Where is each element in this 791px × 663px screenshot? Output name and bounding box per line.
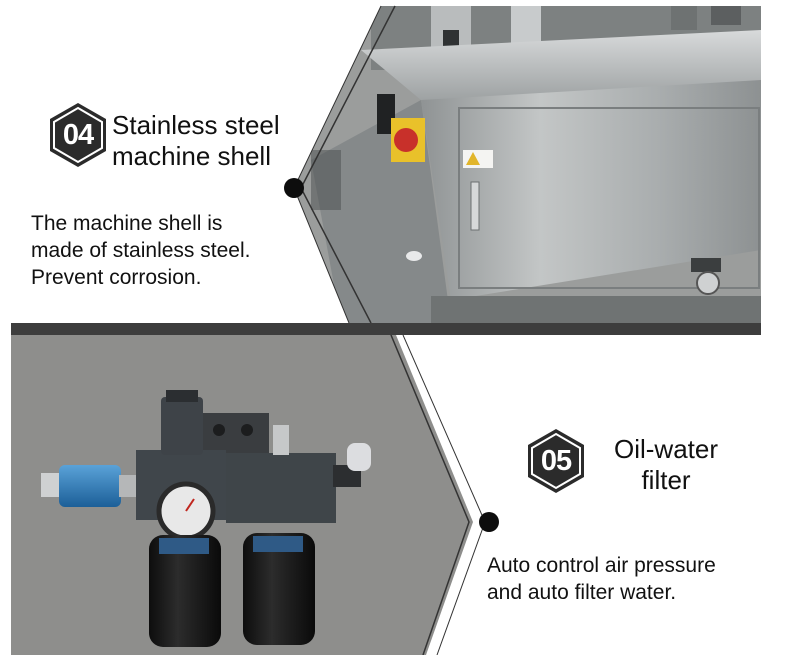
section-divider-bar (11, 323, 761, 335)
section-title: Oil-water filter (591, 434, 741, 496)
section-description: The machine shell is made of stainless s… (31, 210, 250, 291)
number-label: 04 (62, 119, 94, 151)
connector-dot (479, 512, 499, 532)
number-badge: 05 (526, 428, 586, 494)
number-badge: 04 (48, 102, 108, 168)
section-title-line: Oil-water (613, 434, 718, 464)
description-line: and auto filter water. (487, 581, 677, 604)
description-line: Prevent corrosion. (31, 266, 202, 289)
description-line: Auto control air pressure (487, 554, 716, 577)
description-line: made of stainless steel. (31, 239, 251, 262)
connector-dot (284, 178, 304, 198)
section-title-line: Stainless steel (112, 110, 280, 140)
oil-water-filter-photo (11, 335, 499, 655)
feature-panel-oil-water-filter: 05 Oil-water filter Auto control air pre… (11, 335, 761, 655)
section-description: Auto control air pressure and auto filte… (487, 552, 716, 606)
section-title: Stainless steel machine shell (112, 110, 280, 172)
section-title-line: machine shell (112, 141, 271, 171)
number-label: 05 (540, 445, 572, 477)
description-line: The machine shell is (31, 212, 223, 235)
machine-shell-photo (284, 5, 761, 323)
section-title-line: filter (641, 465, 691, 495)
feature-panel-machine-shell: 04 Stainless steel machine shell The mac… (11, 0, 761, 323)
